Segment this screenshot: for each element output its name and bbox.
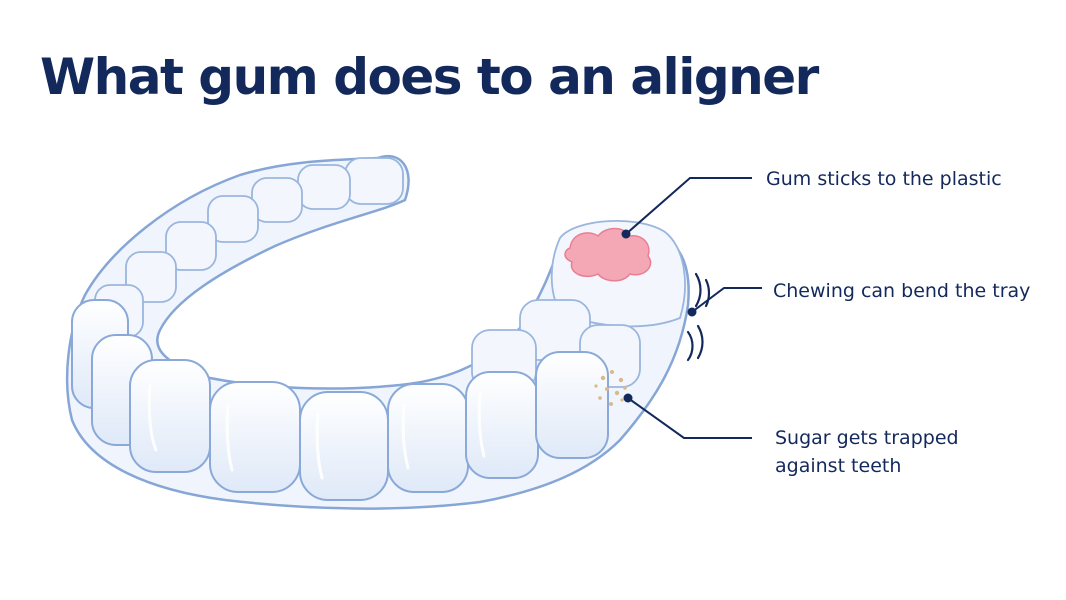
sugar-dots-icon (594, 370, 627, 406)
sugar-callout-label: Sugar gets trapped against teeth (775, 427, 959, 477)
tooth (344, 157, 404, 205)
chew-callout-dot (687, 307, 697, 317)
tooth (299, 391, 389, 501)
back-teeth-row (94, 157, 404, 338)
tooth (465, 371, 539, 479)
callout-dots (621, 229, 697, 403)
sugar-callout-dot (623, 393, 633, 403)
chew-callout-label: Chewing can bend the tray (773, 280, 1031, 302)
chew-callout-line (691, 287, 762, 313)
tooth (297, 164, 351, 210)
gum-blob-icon (564, 227, 652, 282)
aligner-tray-illustration (65, 154, 690, 510)
tooth (165, 221, 217, 271)
tooth (209, 381, 301, 493)
callout-lines (625, 177, 762, 439)
tooth (129, 359, 211, 473)
front-teeth-row (71, 299, 609, 501)
page-title: What gum does to an aligner (40, 48, 819, 106)
sugar-callout-line (627, 397, 752, 439)
tooth (207, 195, 259, 243)
vibration-lines-icon (686, 272, 711, 362)
gum-callout-label: Gum sticks to the plastic (766, 168, 1002, 190)
gum-callout-line (625, 177, 752, 235)
tooth (251, 177, 303, 223)
tooth (387, 383, 469, 493)
gum-callout-dot (621, 229, 631, 239)
tooth (535, 351, 609, 459)
tooth-highlights (147, 383, 486, 480)
